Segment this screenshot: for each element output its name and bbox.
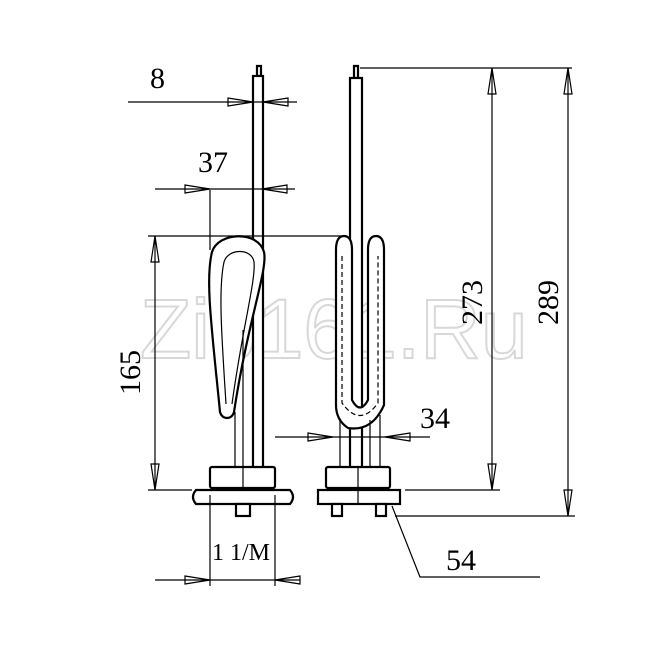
right-view-element xyxy=(316,64,402,518)
dim-heating-length: 273 xyxy=(456,280,489,325)
dim-loop-width: 37 xyxy=(198,146,228,179)
dim-flange-size: 54 xyxy=(446,544,476,577)
dimension-lines xyxy=(128,67,575,586)
dim-thread: 1 1/M xyxy=(212,540,270,566)
dim-element-width: 34 xyxy=(420,402,450,435)
left-view-element xyxy=(191,64,295,518)
dim-total-length: 289 xyxy=(532,280,565,325)
dim-rod-diameter: 8 xyxy=(150,62,165,95)
watermark: Zip161.Ru xyxy=(140,282,528,376)
dim-loop-length: 165 xyxy=(114,350,147,395)
